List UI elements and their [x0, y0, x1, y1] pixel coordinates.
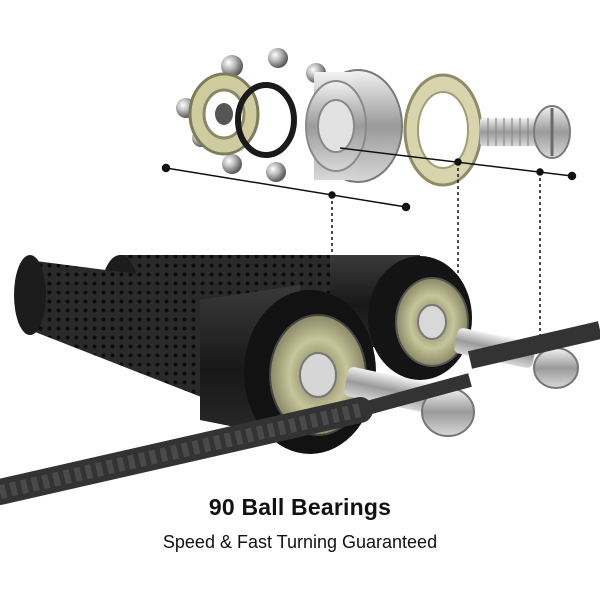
steel-cables — [0, 321, 600, 505]
exploded-parts — [176, 48, 571, 187]
swivel-screw-icon — [480, 105, 571, 159]
brass-washer-icon — [403, 73, 483, 187]
headline-ball-bearings: 90 Ball Bearings — [208, 494, 392, 520]
steel-housing-icon — [305, 69, 403, 183]
retainer-ring-icon — [235, 82, 297, 158]
tagline-speed-turning: Speed & Fast Turning Guaranteed — [162, 532, 438, 552]
